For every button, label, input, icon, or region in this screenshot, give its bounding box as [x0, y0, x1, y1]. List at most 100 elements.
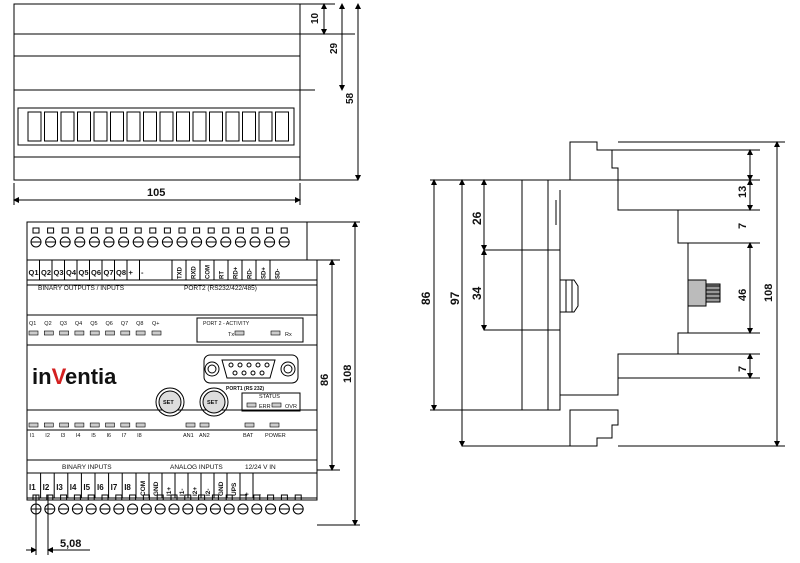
led-input-label-7: I8 [137, 433, 142, 439]
led [89, 330, 100, 336]
led [246, 402, 257, 408]
screw-slot [266, 227, 274, 234]
led-input-label-4: I5 [91, 433, 96, 439]
led [120, 330, 131, 336]
screw-slot [163, 227, 171, 234]
terminal-cell [60, 111, 75, 142]
port2-label-3: RT [220, 271, 226, 279]
output-label-2: Q3 [54, 268, 64, 277]
led [28, 330, 39, 336]
output-label-3: Q4 [66, 268, 77, 277]
output-label-1: Q2 [41, 268, 51, 277]
input-label-2: I3 [56, 483, 63, 492]
led [105, 330, 115, 336]
terminal-cell [192, 111, 207, 142]
db9-pin [250, 370, 256, 376]
side-dim-13: 13 [737, 186, 749, 198]
screw-slot [61, 227, 69, 234]
led-input-label-0: I1 [30, 433, 35, 439]
terminal-cell [209, 111, 223, 142]
output-label-0: Q1 [29, 268, 39, 277]
top-screw-row [30, 227, 290, 248]
side-dim-108: 108 [763, 284, 775, 302]
led [135, 330, 146, 336]
led-output-label-5: Q6 [106, 321, 113, 327]
side-dim-7a: 7 [737, 223, 749, 229]
db9-pin [255, 362, 261, 368]
port1-label: PORT1 (RS 232) [226, 386, 264, 392]
screw-slot [280, 227, 288, 234]
terminal-cell [176, 111, 190, 142]
led-output-label-3: Q4 [75, 321, 82, 327]
led-output-label-2: Q3 [60, 321, 67, 327]
terminal-label-1: GND [153, 481, 160, 496]
led-output-label-1: Q2 [44, 321, 51, 327]
terminal-label-7: UPS [231, 482, 238, 496]
ovr-label: OVR [285, 404, 297, 410]
top-cap [13, 3, 301, 35]
screw-slot [105, 227, 113, 234]
led-input-label-3: I4 [76, 433, 81, 439]
port2-activity: PORT 2 - ACTIVITY [203, 321, 250, 327]
input-label-7: I8 [124, 483, 131, 492]
led [105, 422, 115, 428]
binary-outputs-caption: BINARY OUTPUTS / INPUTS [38, 285, 125, 292]
led [185, 422, 196, 428]
led [234, 330, 245, 336]
screw-slot [32, 227, 40, 234]
dim-pitch: 5,08 [60, 538, 81, 550]
db9-pin [264, 362, 270, 368]
terminal-label-0: COM [140, 481, 147, 496]
side-dim-86: 86 [419, 291, 433, 305]
port2-label-2: COM [206, 265, 212, 279]
input-label-1: I2 [43, 483, 50, 492]
terminal-label-3: I1- [179, 488, 186, 496]
port2-label-7: SD- [276, 269, 282, 279]
top-terminal-label-grid [26, 259, 317, 281]
an2-label: AN2 [199, 433, 210, 439]
db9-pin [237, 362, 243, 368]
side-labels: 86 97 26 34 13 7 46 7 108 [419, 186, 775, 372]
bat-label: BAT [243, 433, 254, 439]
side-dim-26: 26 [470, 211, 484, 225]
screw-slot [90, 227, 98, 234]
output-label-4: Q5 [79, 268, 89, 277]
rx-label: Rx [285, 332, 292, 338]
screw-slot [193, 227, 201, 234]
side-view [430, 141, 785, 447]
input-label-5: I6 [97, 483, 104, 492]
side-dim-7b: 7 [737, 366, 749, 372]
led [74, 422, 85, 428]
dim-108: 108 [342, 365, 354, 383]
screw-slot [134, 227, 142, 234]
terminal-cell [275, 111, 289, 142]
led-output-label-8: Q+ [152, 321, 160, 327]
input-label-3: I4 [70, 483, 77, 492]
led [199, 422, 210, 428]
dim-10: 10 [310, 12, 321, 24]
led [269, 422, 280, 428]
screw-slot [207, 227, 215, 234]
input-label-0: I1 [29, 483, 36, 492]
terminal-label-2: I1+ [166, 487, 173, 496]
port2-label-4: RD+ [234, 266, 240, 279]
terminal-cell [225, 111, 240, 142]
terminal-label-5: I2- [205, 488, 212, 496]
terminal-label-4: I2+ [192, 487, 199, 496]
err-label: ERR [259, 404, 271, 410]
led [270, 330, 281, 336]
tx-label: Tx [228, 332, 234, 338]
led [89, 422, 100, 428]
terminal-label-8: + [244, 492, 251, 496]
led [59, 422, 69, 428]
led-input-label-5: I6 [107, 433, 112, 439]
port2-label-5: RD- [248, 268, 254, 279]
terminal-cell [77, 111, 91, 142]
terminal-cell [44, 111, 58, 142]
screw-slot [47, 227, 55, 234]
db9-pin [246, 362, 252, 368]
